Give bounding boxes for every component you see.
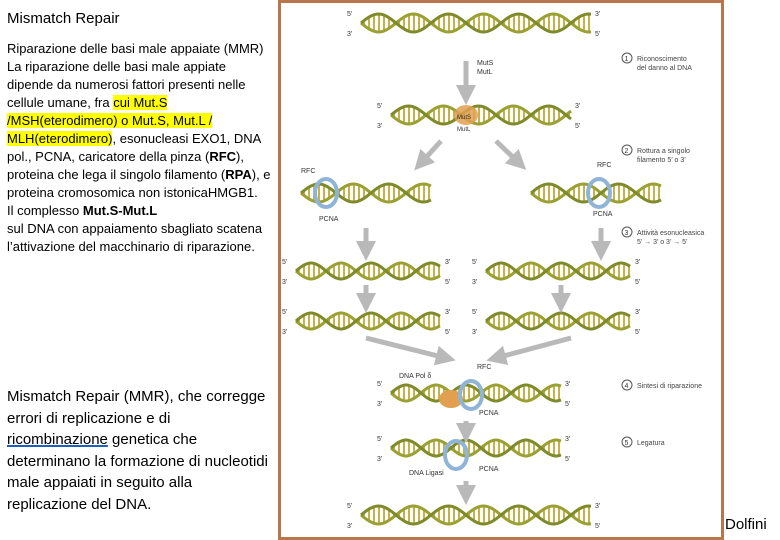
label-pcna-left: PCNA: [319, 216, 339, 223]
mmr-summary-text: Mismatch Repair (MMR), che corregge erro…: [7, 388, 268, 513]
helix-right-1-5prime-left: 5’: [472, 259, 478, 266]
step-5-circle: [621, 436, 633, 448]
helix-bottom-3prime-right: 3’: [595, 503, 601, 510]
helix-bottom-5prime-right: 5’: [595, 523, 601, 530]
helix-8-3prime-left: 3’: [377, 456, 383, 463]
helix-right-2: [485, 311, 631, 331]
arrow-2a: [414, 139, 443, 171]
helix-2-5prime-left: 5’: [377, 103, 383, 110]
helix-3a: [300, 182, 432, 204]
arrow-2b: [494, 139, 527, 170]
paragraph-2: Il complesso Mut.S-Mut.L: [7, 203, 158, 218]
pcna-ring-left: [313, 177, 339, 209]
helix-left-2-5prime-right: 5’: [445, 329, 451, 336]
step-2-text-1: Rottura a singolo: [637, 148, 690, 155]
paragraph-1: La riparazione delle basi male appiate d…: [7, 59, 271, 200]
helix-right-2-5prime-right: 5’: [635, 329, 641, 336]
helix-7-3prime-left: 3’: [377, 401, 383, 408]
step-2-circle: [621, 144, 633, 156]
helix-2-3prime-right: 3’: [575, 103, 581, 110]
helix-right-2-3prime-left: 3’: [472, 329, 478, 336]
helix-left-2: [295, 311, 441, 331]
ricombinazione-link[interactable]: ricombinazione: [7, 431, 108, 449]
step-5-text-1: Legatura: [637, 440, 665, 447]
label-pcna-7: PCNA: [479, 410, 499, 417]
helix-top-3prime-left: 3’: [347, 31, 353, 38]
step-3-text-1: Attività esonucleasica: [637, 230, 704, 237]
helix-right-2-5prime-left: 5’: [472, 309, 478, 316]
helix-7: [390, 383, 562, 403]
label-muts-top: MutS: [477, 60, 494, 67]
helix-2: [390, 104, 572, 126]
helix-right-1: [485, 261, 631, 281]
step-3-circle: [621, 226, 633, 238]
label-mutl-top: MutL: [477, 69, 493, 76]
helix-7-3prime-right: 3’: [565, 381, 571, 388]
step-3-number: 3: [625, 230, 629, 237]
description-text: Riparazione delle basi male appaiate (MM…: [7, 40, 275, 256]
helix-8-5prime-left: 5’: [377, 436, 383, 443]
step-3-text-2: 5’ → 3’ o 3’ → 5’: [637, 239, 688, 246]
helix-left-1-3prime-right: 3’: [445, 259, 451, 266]
label-muts-2: MutS: [457, 115, 471, 121]
label-dna-pol: DNA Pol δ: [399, 373, 431, 380]
arrow-5a: [365, 335, 456, 366]
author-name: Dolfini: [725, 516, 767, 533]
helix-top-5prime-left: 5’: [347, 11, 353, 18]
label-rfc-right: RFC: [597, 162, 611, 169]
step-1-text-1: Riconoscimento: [637, 56, 687, 63]
helix-left-2-5prime-left: 5’: [282, 309, 288, 316]
step-5-number: 5: [625, 440, 629, 447]
helix-left-1-5prime-left: 5’: [282, 259, 288, 266]
helix-left-1: [295, 261, 441, 281]
helix-2-3prime-left: 3’: [377, 123, 383, 130]
step-4-text-1: Sintesi di riparazione: [637, 383, 702, 390]
helix-right-1-3prime-right: 3’: [635, 259, 641, 266]
helix-8-5prime-right: 5’: [565, 456, 571, 463]
helix-bottom: [360, 504, 592, 526]
label-pcna-8: PCNA: [479, 466, 499, 473]
helix-bottom-5prime-left: 5’: [347, 503, 353, 510]
helix-top: [360, 12, 592, 34]
pcna-ring-7: [458, 379, 484, 411]
helix-right-2-3prime-right: 3’: [635, 309, 641, 316]
helix-left-1-5prime-right: 5’: [445, 279, 451, 286]
step-1-text-2: del danno al DNA: [637, 65, 692, 72]
helix-8: [390, 438, 562, 458]
dna-pol-protein: [439, 390, 463, 408]
pcna-ring-right: [586, 177, 612, 209]
label-dna-ligasi: DNA Ligasi: [409, 470, 444, 477]
helix-right-1-3prime-left: 3’: [472, 279, 478, 286]
helix-7-5prime-left: 5’: [377, 381, 383, 388]
mmr-diagram-svg: 5’ 3’ 3’ 5’ MutS MutL 5’ 3’ 3’ 5’ MutS MutL RFC PCNA R…: [282, 11, 704, 530]
label-pcna-right: PCNA: [593, 211, 613, 218]
helix-left-1-3prime-left: 3’: [282, 279, 288, 286]
heading-text: Riparazione delle basi male appaiate (MM…: [7, 41, 264, 56]
helix-8-3prime-right: 3’: [565, 436, 571, 443]
helix-3b: [530, 182, 662, 204]
arrow-5b: [486, 335, 572, 366]
helix-top-3prime-right: 3’: [595, 11, 601, 18]
slide-title: Mismatch Repair: [7, 10, 120, 27]
step-1-number: 1: [625, 56, 629, 63]
helix-top-5prime-right: 5’: [595, 31, 601, 38]
label-mutl-2: MutL: [457, 127, 471, 133]
pcna-ring-8: [443, 439, 469, 471]
helix-left-2-3prime-right: 3’: [445, 309, 451, 316]
mmr-diagram: 5’ 3’ 3’ 5’ MutS MutL 5’ 3’ 3’ 5’ MutS MutL RFC PCNA R…: [278, 0, 724, 540]
paragraph-3: sul DNA con appaiamento sbagliato scaten…: [7, 221, 263, 254]
muts-protein: [454, 105, 478, 125]
step-1-circle: [621, 52, 633, 64]
step-2-number: 2: [625, 148, 629, 155]
helix-left-2-3prime-left: 3’: [282, 329, 288, 336]
step-4-number: 4: [625, 383, 629, 390]
helix-right-1-5prime-right: 5’: [635, 279, 641, 286]
helix-2-5prime-right: 5’: [575, 123, 581, 130]
step-2-text-2: filamento 5’ o 3’: [637, 157, 686, 164]
helix-bottom-3prime-left: 3’: [347, 523, 353, 530]
label-rfc-left: RFC: [301, 168, 315, 175]
label-rfc-7: RFC: [477, 364, 491, 371]
helix-7-5prime-right: 5’: [565, 401, 571, 408]
step-4-circle: [621, 379, 633, 391]
